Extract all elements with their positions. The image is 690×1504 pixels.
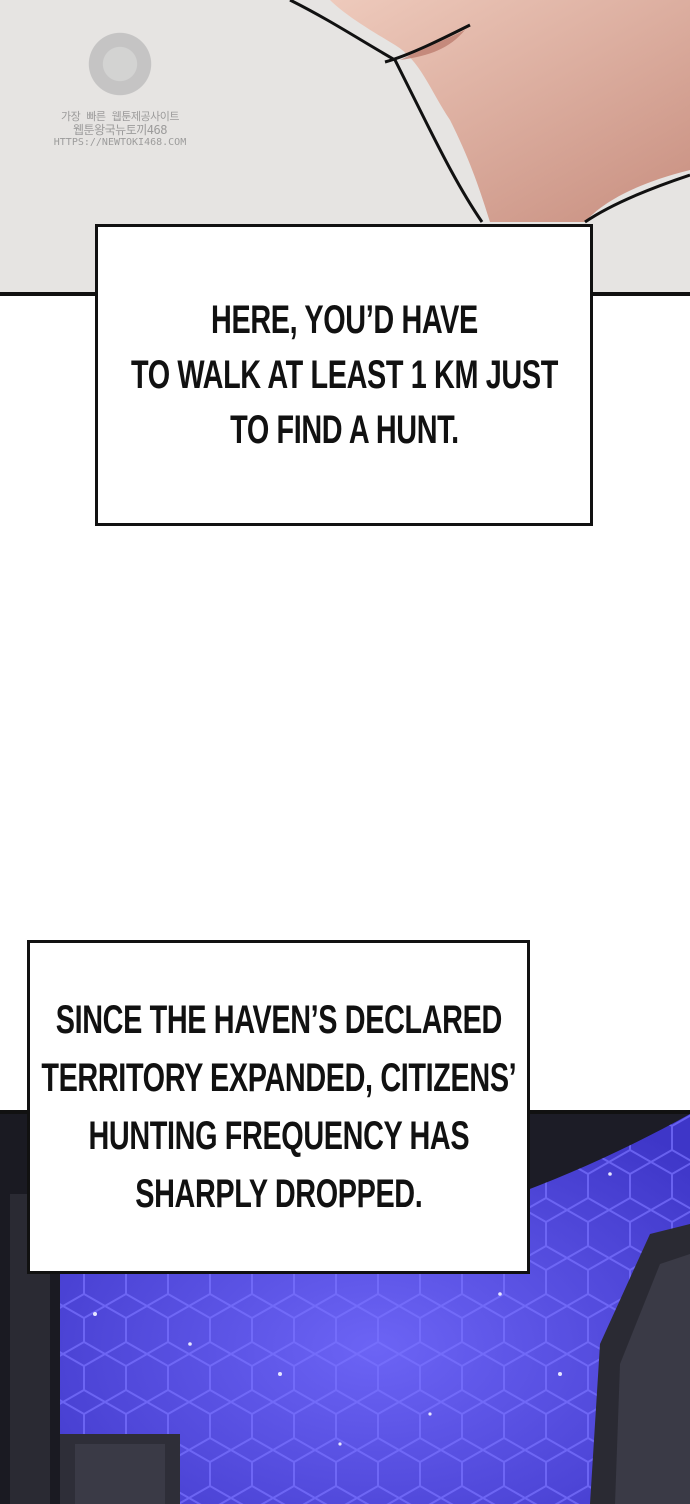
site-watermark: 가장 빠른 웹툰제공사이트 웹툰왕국뉴토끼468 HTTPS://NEWTOKI… [50,28,190,149]
narration-1-line-3: TO FIND A HUNT. [229,407,459,452]
narration-2-line-4: SHARPLY DROPPED. [134,1172,423,1216]
narration-text-2: SINCE THE HAVEN’S DECLARED TERRITORY EXP… [41,991,516,1223]
narration-2-line-1: SINCE THE HAVEN’S DECLARED [55,998,502,1042]
narration-box-1: HERE, YOU’D HAVE TO WALK AT LEAST 1 KM J… [95,224,593,526]
bottom-panel-barrier-city [0,1110,690,1504]
barrier-illustration [0,1114,690,1504]
watermark-line-1: 가장 빠른 웹툰제공사이트 [60,110,180,123]
narration-text-1: HERE, YOU’D HAVE TO WALK AT LEAST 1 KM J… [131,293,558,458]
narration-2-line-2: TERRITORY EXPANDED, CITIZENS’ [41,1056,516,1100]
watermark-mascot-logo [85,28,155,108]
narration-2-line-3: HUNTING FREQUENCY HAS [88,1114,469,1158]
narration-1-line-1: HERE, YOU’D HAVE [210,297,478,342]
narration-box-2: SINCE THE HAVEN’S DECLARED TERRITORY EXP… [27,940,530,1274]
watermark-url: HTTPS://NEWTOKI468.COM [53,137,187,148]
narration-1-line-2: TO WALK AT LEAST 1 KM JUST [130,352,558,397]
watermark-line-2: 웹툰왕국뉴토끼468 [73,123,167,137]
